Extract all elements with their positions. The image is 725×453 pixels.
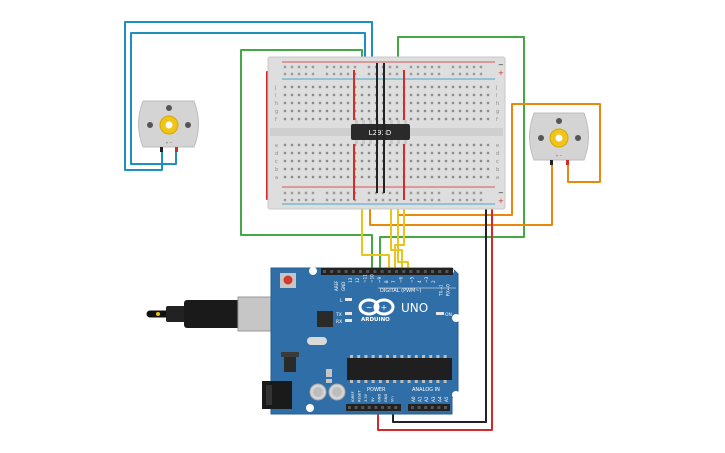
aref-label: AREF (334, 280, 339, 291)
power-pin-label: GND (377, 394, 381, 402)
dc-motor-left[interactable]: + − (138, 100, 199, 152)
power-led-label: ON (445, 312, 452, 318)
digital-pin-label: 2 (431, 280, 436, 283)
digital-pin-label: 12 (355, 277, 360, 283)
digital-pin-label: 13 (348, 277, 353, 283)
breadboard-row-label: f (496, 117, 498, 123)
dc-motor-right[interactable]: + − (529, 112, 589, 165)
breadboard-row-label: i (275, 93, 276, 99)
breadboard-row-label: h (275, 101, 278, 107)
rail-plus-label-bottom: + (498, 197, 504, 205)
rail-plus-label-top: + (498, 69, 504, 77)
breadboard-row-label: i (496, 93, 497, 99)
chip-label: L293D (369, 129, 392, 137)
wire-yellow-in1[interactable] (361, 165, 390, 272)
power-pin-label: Vin (391, 396, 395, 402)
power-pin-label: 3.3V (364, 393, 368, 402)
digital-pin-label: 7 (391, 280, 396, 283)
digital-pin-label: ~11 (362, 274, 367, 283)
analog-pin-label: A3 (431, 396, 436, 402)
led-tx-label: TX (335, 312, 342, 318)
breadboard-row-label: a (496, 175, 499, 181)
crystal-oscillator (307, 337, 327, 345)
rail-minus-label-top: − (498, 61, 504, 69)
digital-pin-label: 4 (417, 280, 422, 283)
wire-orange-motor-right-1[interactable] (397, 103, 601, 216)
analog-pin-label: A0 (411, 396, 416, 402)
analog-pin-label: A4 (437, 396, 442, 402)
arduino-model-text: UNO (401, 301, 428, 315)
power-pin-label: GND (384, 394, 388, 402)
breadboard-row-label: j (495, 85, 497, 91)
motor-right-polarity: + − (556, 154, 563, 158)
led-l-label: L (340, 298, 343, 304)
digital-pin-label: ~6 (398, 276, 403, 283)
digital-pin-label: ~9 (377, 276, 382, 283)
breadboard-row-label: c (275, 159, 278, 165)
breadboard-row-label: b (275, 167, 278, 173)
breadboard-row-label: d (496, 151, 499, 157)
digital-pin-label: ~10 (370, 274, 375, 283)
power-pin-label: 5V (371, 397, 375, 402)
digital-pin-label: ~3 (424, 276, 429, 283)
wire-red-5v[interactable] (377, 197, 493, 431)
breadboard-row-label: d (275, 151, 278, 157)
svg-text:+: + (381, 303, 388, 312)
breadboard-row-label: h (496, 101, 499, 107)
motor-left-polarity: + − (166, 141, 173, 145)
led-tx (345, 312, 352, 315)
analog-pin-label: A1 (418, 396, 423, 402)
digital-header (321, 268, 453, 275)
breadboard-row-label: j (274, 85, 276, 91)
chip-body (351, 124, 410, 140)
analog-header-label: ANALOG IN (412, 387, 440, 393)
rail-minus-label-bottom: − (498, 189, 504, 197)
voltage-regulator (284, 356, 296, 372)
led-rx (345, 319, 352, 322)
analog-pin-label: A2 (424, 396, 429, 402)
wire-blue-motor-left-1[interactable] (124, 21, 373, 171)
power-header-label: POWER (367, 387, 386, 393)
digital-pin-label: TX→1 (438, 284, 443, 297)
arduino-brand-text: ARDUINO (361, 317, 390, 323)
gnd-label-top: GND (341, 282, 346, 291)
breadboard-row-label: g (275, 109, 278, 115)
svg-text:−: − (366, 303, 373, 312)
wire-blue-motor-left-2[interactable] (130, 32, 366, 165)
usb-interface-chip (317, 311, 333, 327)
power-header (346, 404, 401, 411)
atmega-microcontroller (347, 358, 452, 380)
digital-pin-label: 8 (384, 280, 389, 283)
digital-pin-label: ~5 (410, 276, 415, 283)
breadboard-row-label: b (496, 167, 499, 173)
analog-header (408, 404, 450, 411)
breadboard-row-label: f (275, 117, 277, 123)
power-pin-label: IOREF (351, 391, 355, 402)
breadboard-row-label: c (496, 159, 499, 165)
wire-yellow-in4[interactable] (397, 165, 409, 272)
digital-pin-label: RX←0 (446, 284, 451, 296)
power-led (436, 312, 444, 315)
analog-pin-label: A5 (444, 396, 449, 402)
digital-header-label: DIGITAL (PWM~) (380, 288, 422, 294)
wire-green-enable-2[interactable] (379, 36, 525, 272)
breadboard-row-label: a (275, 175, 278, 181)
breadboard-row-label: e (275, 143, 278, 149)
arduino-logo: − + (358, 298, 395, 316)
breadboard-row-label: e (496, 143, 499, 149)
usb-cable[interactable] (146, 296, 299, 332)
power-pin-label: RESET (358, 390, 362, 402)
breadboard-row-label: g (496, 109, 499, 115)
led-l (345, 298, 352, 301)
led-rx-label: RX (336, 319, 342, 325)
